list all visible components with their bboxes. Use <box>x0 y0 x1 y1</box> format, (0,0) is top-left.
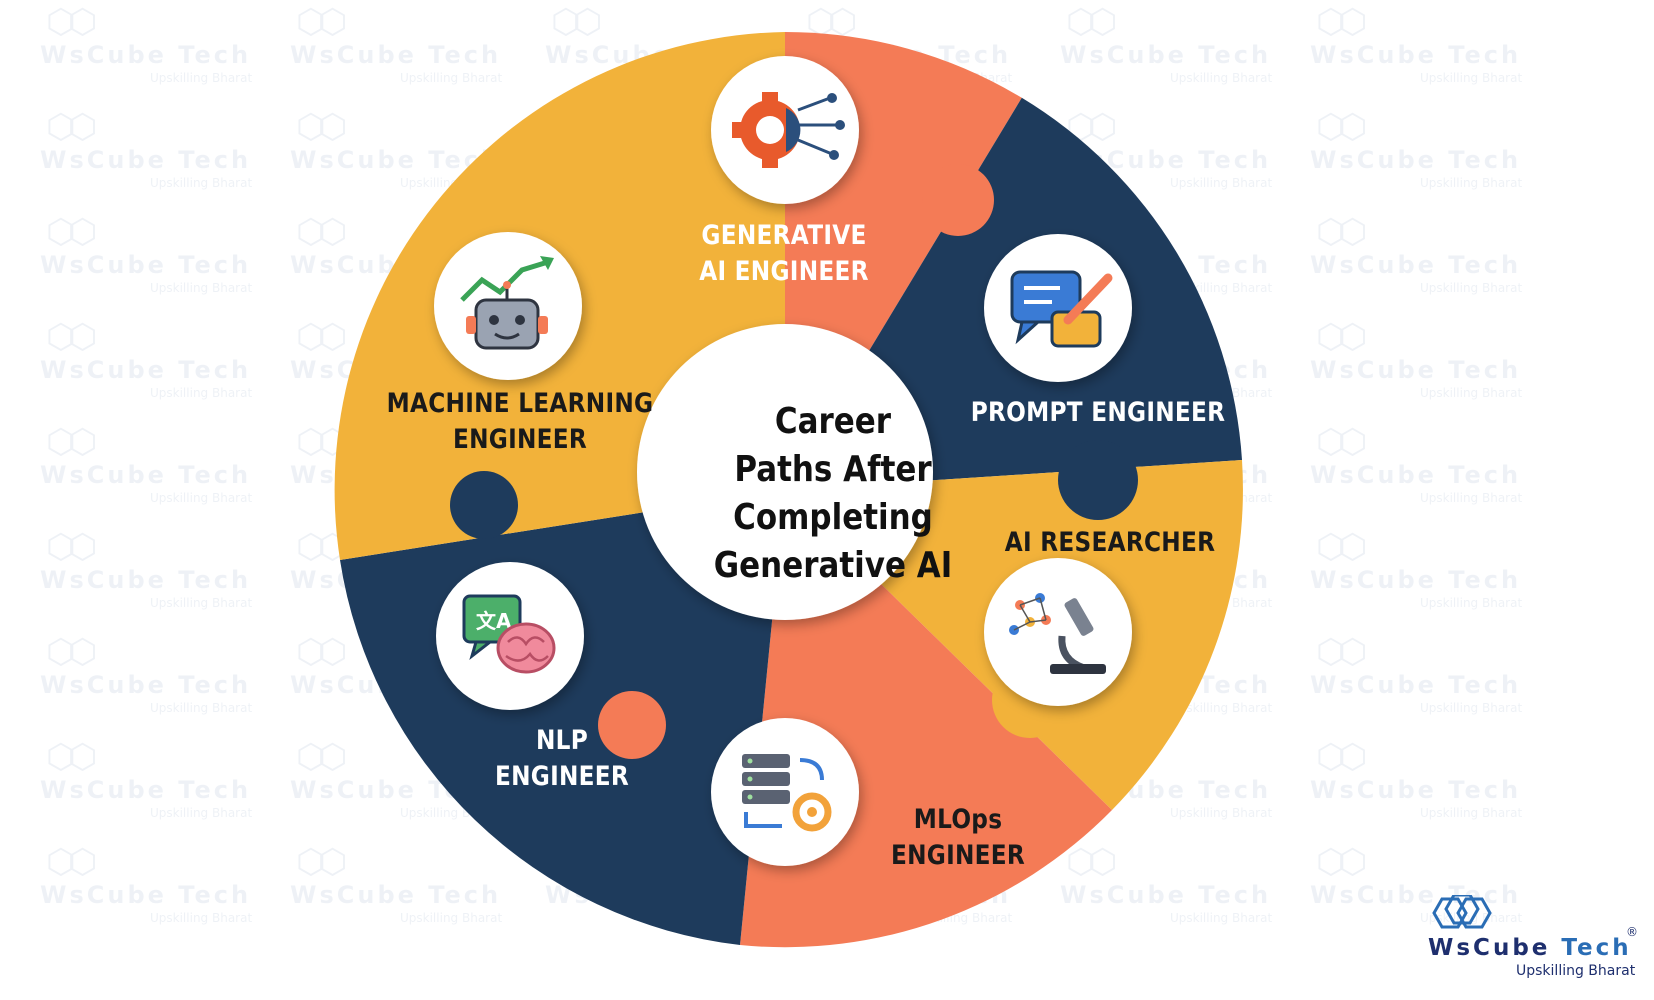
server-gear-icon <box>711 718 859 866</box>
label-line: NLP <box>535 725 589 756</box>
center-disc <box>637 324 933 620</box>
center-title-line: Paths After <box>734 449 932 490</box>
logo-wordmark: WsCube Tech <box>1428 935 1632 961</box>
label-generative-ai-engineer: GENERATIVE AI ENGINEER <box>667 218 901 290</box>
brand-logo: WsCube Tech ® Upskilling Bharat <box>1424 895 1646 995</box>
label-prompt-engineer: PROMPT ENGINEER <box>969 395 1227 431</box>
chat-pencil-icon <box>984 234 1132 382</box>
label-line: AI RESEARCHER <box>1004 527 1216 558</box>
label-line: ENGINEER <box>890 840 1026 871</box>
logo-tagline: Upskilling Bharat <box>1516 963 1636 979</box>
logo-name-part2: Tech <box>1561 935 1632 961</box>
translate-brain-icon: 文A <box>436 562 584 710</box>
logo-name-part1: WsCube <box>1428 935 1551 961</box>
center-title: Career Paths After Completing Generative… <box>704 398 962 590</box>
label-line: ENGINEER <box>452 424 588 455</box>
label-machine-learning-engineer: MACHINE LEARNING ENGINEER <box>378 386 662 458</box>
logo-hexagon-icon <box>1432 895 1492 929</box>
robot-chart-icon <box>434 232 582 380</box>
center-title-line: Career <box>774 401 892 442</box>
center-title-line: Completing <box>733 497 933 538</box>
label-line: MLOps <box>913 804 1003 835</box>
puzzle-knob <box>616 166 684 234</box>
label-line: PROMPT ENGINEER <box>970 397 1226 428</box>
puzzle-knob <box>922 164 994 236</box>
label-line: AI ENGINEER <box>699 256 869 287</box>
microscope-network-icon <box>984 558 1132 706</box>
center-title-line: Generative AI <box>713 545 953 586</box>
label-line: GENERATIVE <box>701 220 867 251</box>
label-line: ENGINEER <box>494 761 630 792</box>
label-line: MACHINE LEARNING <box>386 388 654 419</box>
svg-text:文A: 文A <box>476 609 512 633</box>
registered-mark: ® <box>1626 925 1638 939</box>
label-nlp-engineer: NLP ENGINEER <box>476 723 648 795</box>
puzzle-knob <box>598 691 666 759</box>
puzzle-knob <box>1058 440 1138 520</box>
gear-circuit-icon <box>711 56 859 204</box>
label-ai-researcher: AI RESEARCHER <box>1003 525 1218 561</box>
puzzle-knob <box>450 471 518 539</box>
label-mlops-engineer: MLOps ENGINEER <box>881 802 1036 874</box>
